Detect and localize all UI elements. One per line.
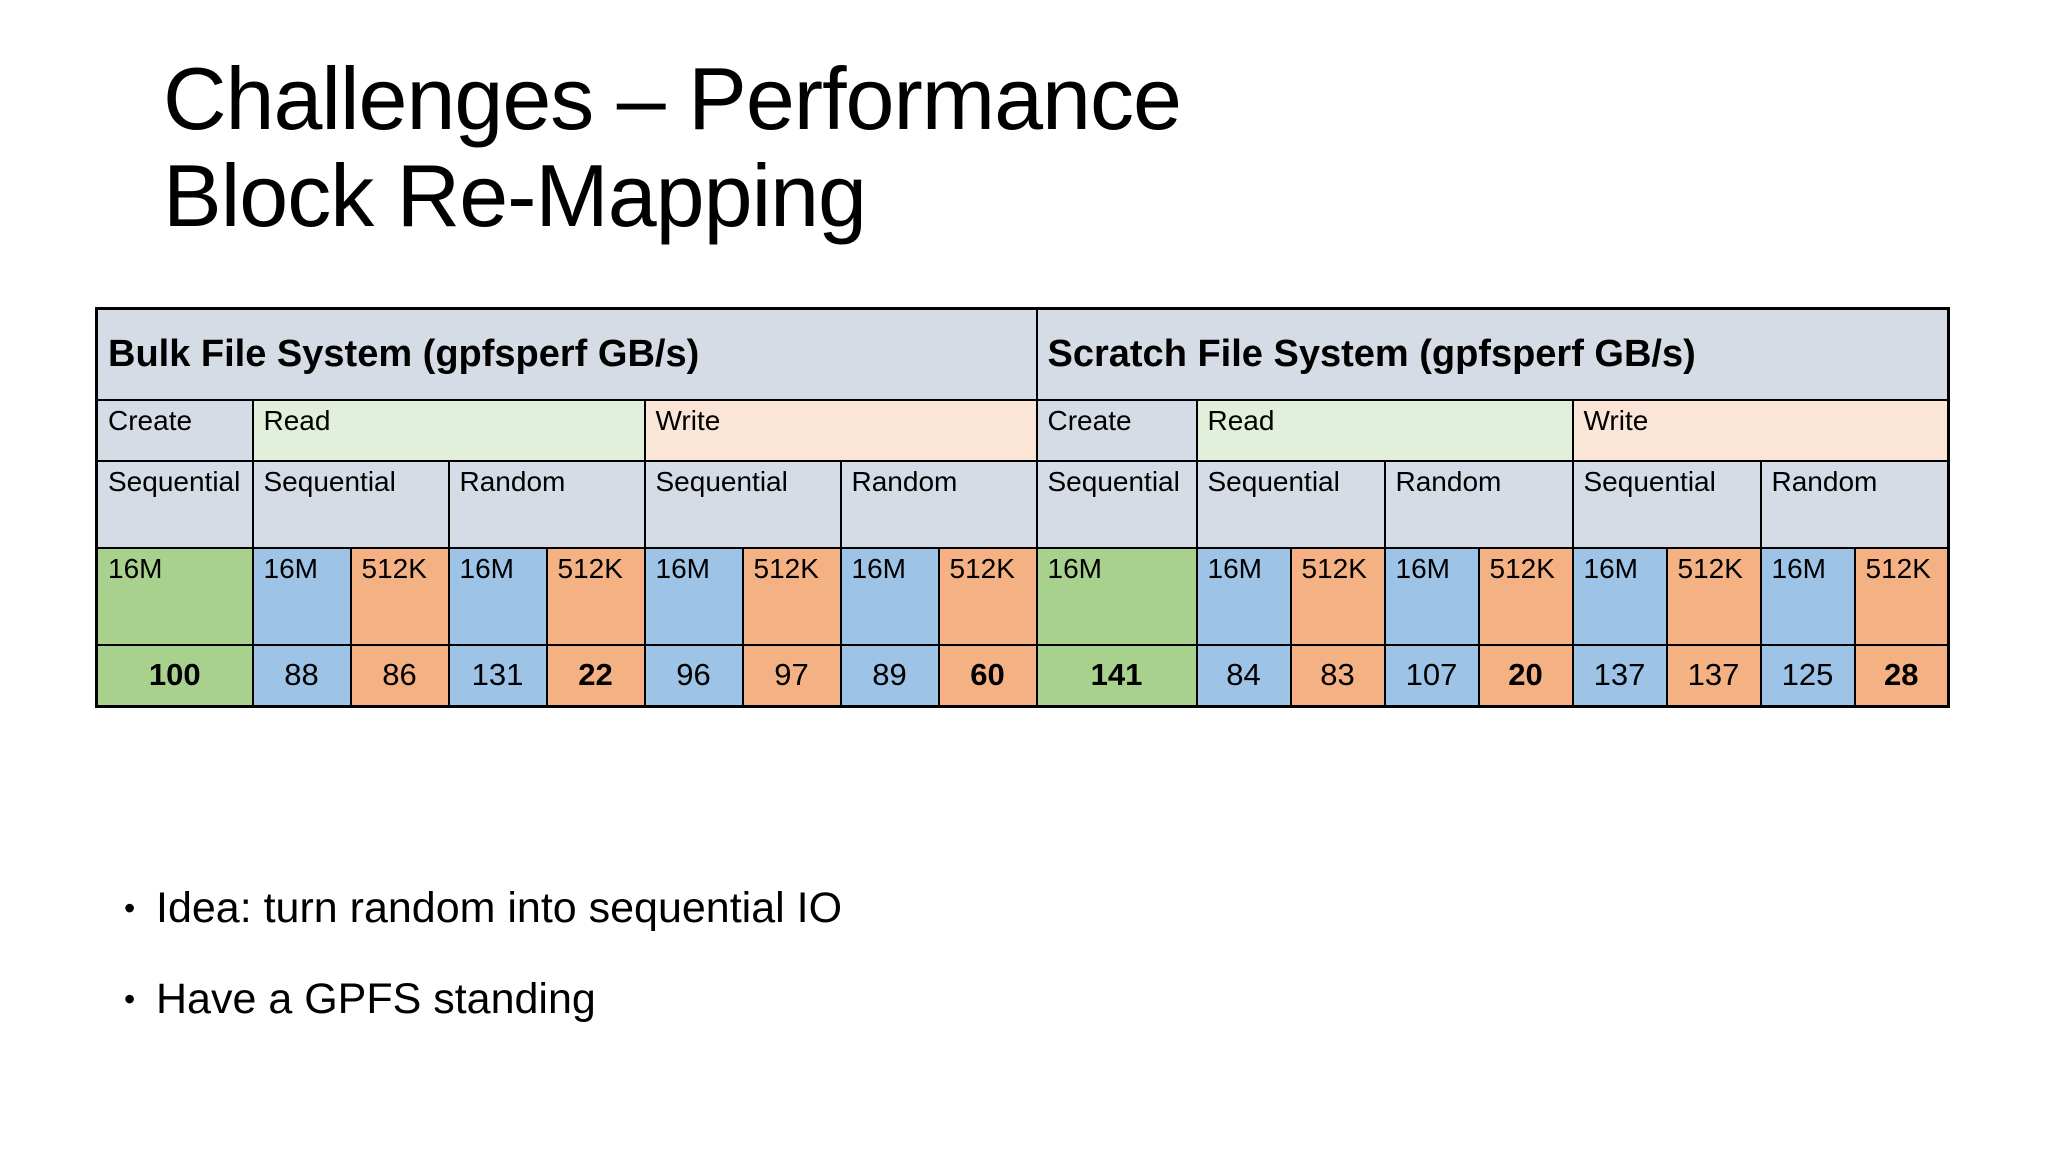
size-cell: 512K [1665,546,1762,646]
size-cell: 16M [251,546,352,646]
size-cell: 512K [1853,546,1950,646]
value-scratch-create-seq-16m: 141 [1035,643,1198,708]
size-cell: 512K [741,546,842,646]
bullet-text-idea: Idea: turn random into sequential IO [156,884,843,932]
size-cell: 16M [1759,546,1856,646]
size-cell: 16M [643,546,744,646]
size-cell: 16M [1195,546,1292,646]
bullet-text-gpfs: Have a GPFS standing [156,975,596,1023]
pattern-bulk-create-sequential: Sequential [95,459,254,549]
op-header-create-scratch: Create [1035,398,1198,462]
pattern-bulk-write-sequential: Sequential [643,459,842,549]
value-bulk-create-seq-16m: 100 [95,643,254,708]
value-scratch-read-seq-512k: 83 [1289,643,1386,708]
value-bulk-write-rand-512k: 60 [937,643,1038,708]
list-item: • Idea: turn random into sequential IO [124,882,842,934]
size-cell: 512K [349,546,450,646]
size-cell: 16M [1035,546,1198,646]
title-line-1: Challenges – Performance [163,49,1182,148]
value-scratch-write-seq-16m: 137 [1571,643,1668,708]
bullet-icon: • [124,890,136,926]
value-scratch-read-rand-512k: 20 [1477,643,1574,708]
value-scratch-write-rand-512k: 28 [1853,643,1950,708]
value-bulk-read-rand-16m: 131 [447,643,548,708]
pattern-scratch-create-sequential: Sequential [1035,459,1198,549]
pattern-bulk-read-sequential: Sequential [251,459,450,549]
op-header-create-bulk: Create [95,398,254,462]
section-title-row: Bulk File System (gpfsperf GB/s) Scratch… [95,307,1950,401]
slide-title: Challenges – Performance Block Re-Mappin… [163,49,1182,245]
value-bulk-write-seq-16m: 96 [643,643,744,708]
title-line-2: Block Re-Mapping [163,146,867,245]
bullet-icon: • [124,981,136,1017]
value-bulk-write-rand-16m: 89 [839,643,940,708]
size-cell: 512K [545,546,646,646]
op-header-read-bulk: Read [251,398,646,462]
value-row: 100 88 86 131 22 96 97 89 60 141 84 83 1… [95,643,1950,708]
value-scratch-write-rand-16m: 125 [1759,643,1856,708]
size-cell: 512K [1289,546,1386,646]
pattern-scratch-write-sequential: Sequential [1571,459,1762,549]
pattern-bulk-write-random: Random [839,459,1038,549]
value-scratch-write-seq-512k: 137 [1665,643,1762,708]
value-bulk-read-seq-16m: 88 [251,643,352,708]
pattern-bulk-read-random: Random [447,459,646,549]
list-item: • Have a GPFS standing [124,973,842,1025]
size-cell: 16M [839,546,940,646]
pattern-scratch-write-random: Random [1759,459,1950,549]
size-cell: 16M [95,546,254,646]
value-bulk-write-seq-512k: 97 [741,643,842,708]
op-header-read-scratch: Read [1195,398,1574,462]
performance-table: Bulk File System (gpfsperf GB/s) Scratch… [95,307,1950,708]
value-scratch-read-rand-16m: 107 [1383,643,1480,708]
section-header-scratch: Scratch File System (gpfsperf GB/s) [1035,307,1950,401]
block-size-row: 16M 16M 512K 16M 512K 16M 512K 16M 512K … [95,546,1950,646]
value-bulk-read-rand-512k: 22 [545,643,646,708]
value-scratch-read-seq-16m: 84 [1195,643,1292,708]
pattern-scratch-read-random: Random [1383,459,1574,549]
pattern-scratch-read-sequential: Sequential [1195,459,1386,549]
pattern-header-row: Sequential Sequential Random Sequential … [95,459,1950,549]
value-bulk-read-seq-512k: 86 [349,643,450,708]
size-cell: 16M [447,546,548,646]
op-header-write-scratch: Write [1571,398,1950,462]
size-cell: 512K [937,546,1038,646]
size-cell: 16M [1383,546,1480,646]
section-header-bulk: Bulk File System (gpfsperf GB/s) [95,307,1038,401]
size-cell: 16M [1571,546,1668,646]
size-cell: 512K [1477,546,1574,646]
op-header-write-bulk: Write [643,398,1038,462]
operation-header-row: Create Read Write Create Read Write [95,398,1950,462]
bullet-list: • Idea: turn random into sequential IO •… [124,882,842,1064]
